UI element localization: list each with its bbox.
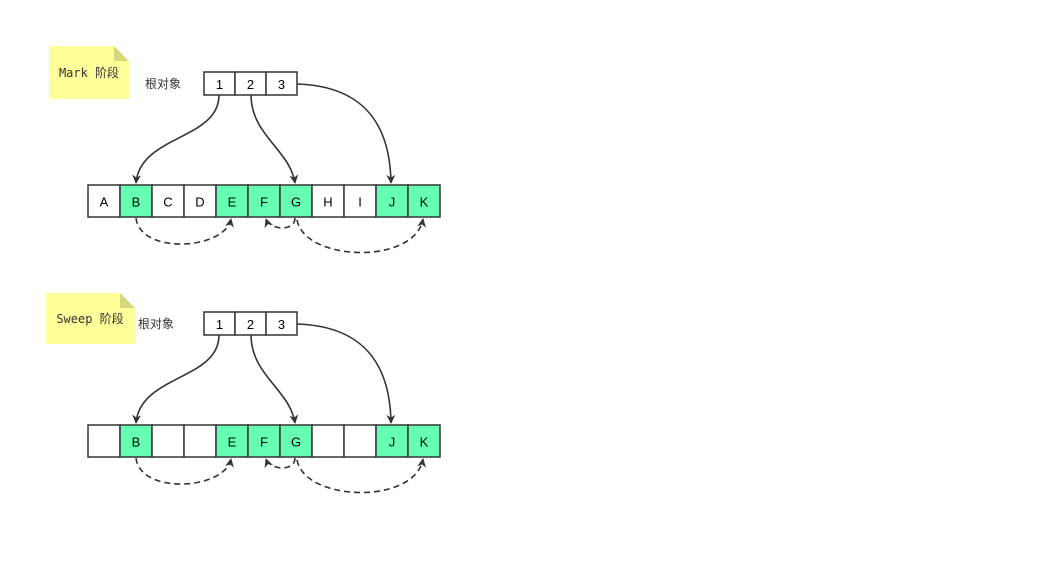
heap-cell — [311, 424, 345, 458]
root-reference-arrow — [132, 94, 220, 184]
root-reference-arrow — [250, 94, 299, 184]
object-reference-arrow — [135, 217, 234, 245]
heap-cell-label: G — [291, 195, 301, 210]
object-reference-arrow — [296, 218, 427, 254]
stage-note-label: Mark 阶段 — [59, 65, 119, 80]
note-fold — [120, 293, 135, 308]
heap-cell-label: F — [260, 435, 268, 450]
heap-cell — [247, 424, 281, 458]
root-reference-arrow — [250, 334, 299, 424]
heap-cell — [407, 424, 441, 458]
heap-cell-label: I — [358, 195, 362, 210]
heap-cell-label: H — [323, 195, 332, 210]
heap-cell-label: K — [420, 435, 429, 450]
heap-cell-label: B — [132, 195, 141, 210]
note-fold — [114, 46, 129, 61]
heap-cell — [183, 424, 217, 458]
heap-cell — [151, 424, 185, 458]
heap-cell-label: A — [100, 195, 109, 210]
root-cell-label: 3 — [278, 317, 285, 332]
heap-cell — [311, 184, 345, 218]
heap-cell-label: C — [163, 195, 172, 210]
heap-cell-label: D — [195, 195, 204, 210]
object-reference-arrow — [264, 217, 296, 229]
heap-cell — [87, 424, 121, 458]
heap-cell — [279, 424, 313, 458]
heap-cell — [87, 184, 121, 218]
stage-note-label: Sweep 阶段 — [56, 311, 123, 326]
object-reference-arrow — [264, 457, 296, 469]
heap-cell — [183, 184, 217, 218]
root-cell-label: 2 — [247, 317, 254, 332]
object-reference-arrow — [296, 458, 427, 494]
stage-sweep: Sweep 阶段 根对象 1 2 3B E F G J K — [46, 293, 441, 494]
heap-cell — [407, 184, 441, 218]
sticky-note — [49, 46, 129, 99]
heap-cell-label: F — [260, 195, 268, 210]
heap-cell-label: E — [228, 435, 237, 450]
heap-cell-label: J — [389, 435, 396, 450]
heap-cell-label: J — [389, 195, 396, 210]
heap-cell — [343, 424, 377, 458]
root-objects-label: 根对象 — [138, 317, 174, 331]
heap-cell — [375, 184, 409, 218]
object-reference-arrow — [135, 457, 234, 485]
heap-cell — [343, 184, 377, 218]
root-reference-arrow — [296, 323, 396, 424]
heap-cell-label: K — [420, 195, 429, 210]
root-reference-arrow — [296, 83, 396, 184]
root-cell-label: 1 — [216, 77, 223, 92]
root-cell-label: 3 — [278, 77, 285, 92]
heap-cell — [119, 184, 153, 218]
heap-cell — [215, 184, 249, 218]
heap-cell-label: G — [291, 435, 301, 450]
root-cell — [265, 311, 298, 336]
root-cell-label: 2 — [247, 77, 254, 92]
root-objects-label: 根对象 — [145, 77, 181, 91]
heap-cell — [279, 184, 313, 218]
root-cell — [265, 71, 298, 96]
heap-cell-label: B — [132, 435, 141, 450]
root-reference-arrow — [132, 334, 220, 424]
root-cell-label: 1 — [216, 317, 223, 332]
heap-cell-label: E — [228, 195, 237, 210]
sticky-note — [46, 293, 135, 344]
heap-cell — [247, 184, 281, 218]
